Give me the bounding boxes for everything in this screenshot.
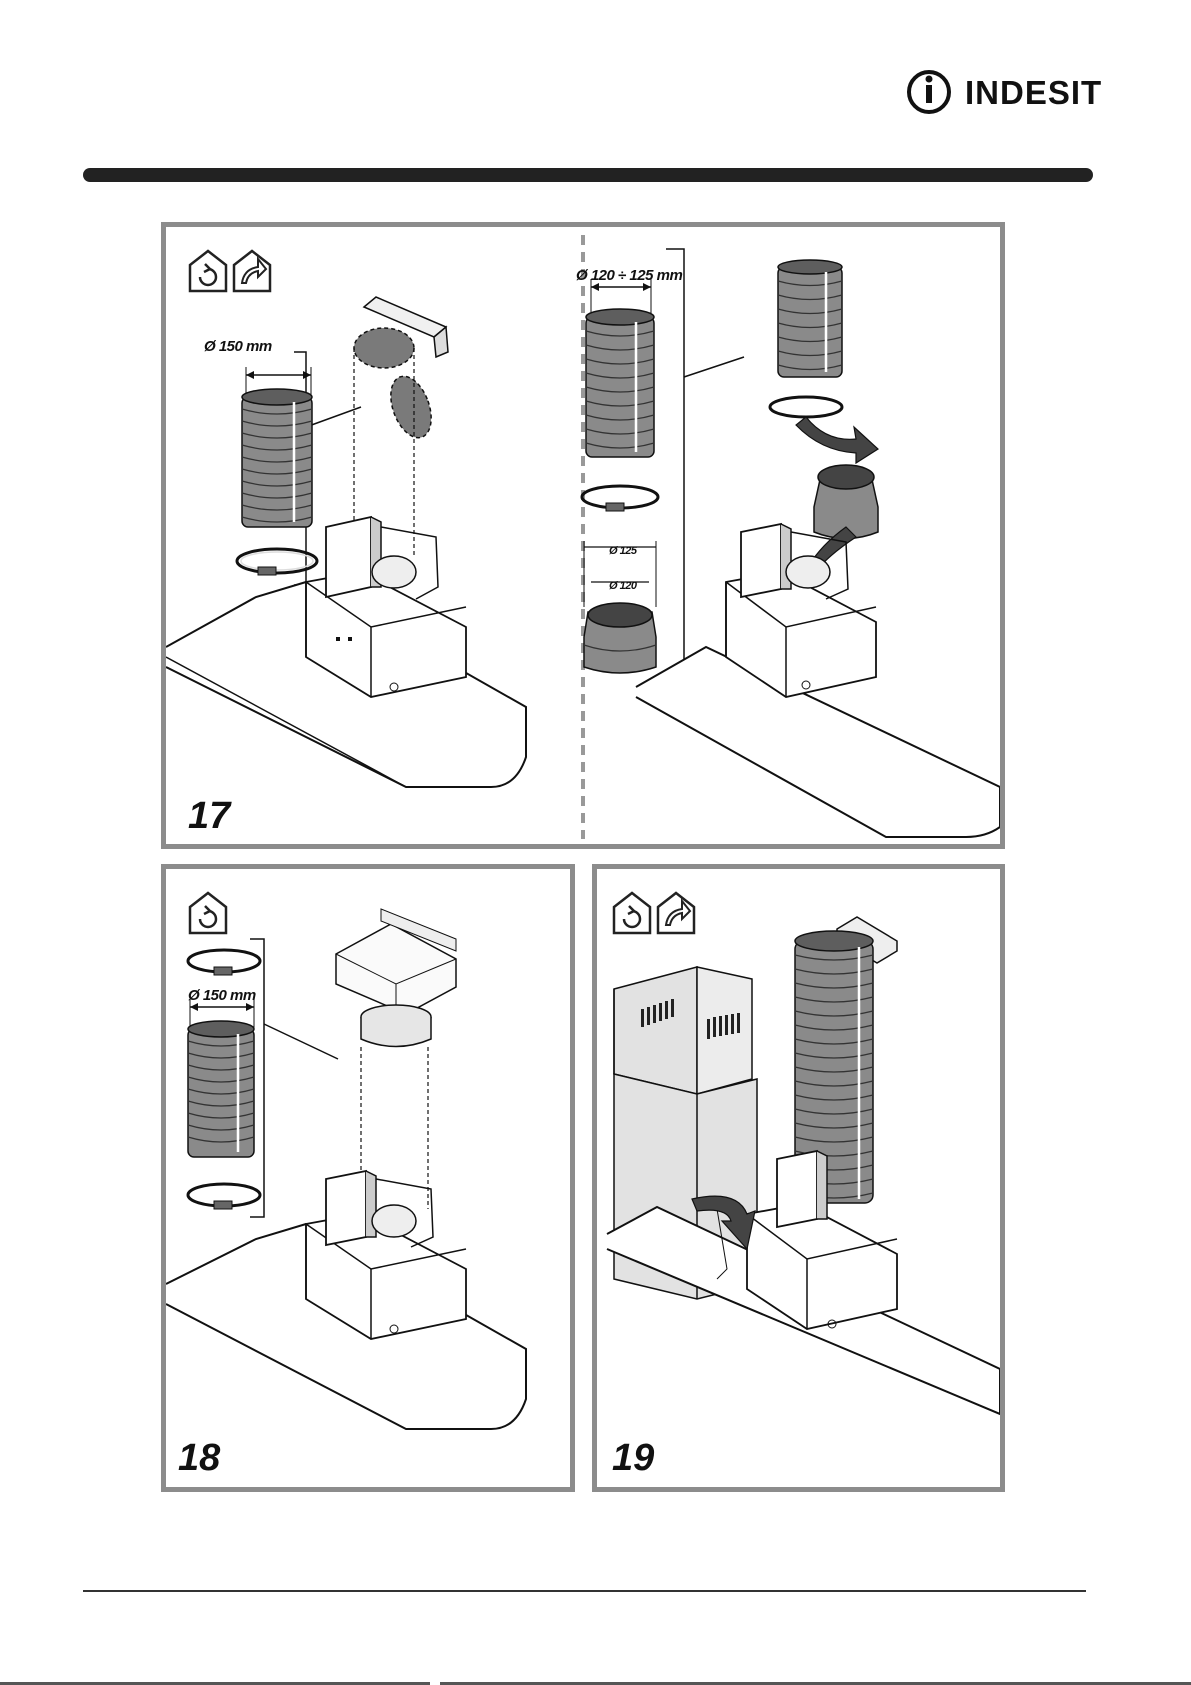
- arrow-down-icon: [796, 417, 878, 463]
- header-rule: [83, 168, 1093, 182]
- figure-number: 18: [178, 1437, 220, 1480]
- figure-17-illustration: [166, 227, 1000, 844]
- duct-150-callout: [188, 939, 338, 1217]
- figure-17-panel: Ø 150 mm Ø 120 ÷ 125 mm Ø 125 Ø 120 17: [161, 222, 1005, 849]
- indesit-logo: INDESIT: [905, 66, 1085, 118]
- hood-motor-unit-right: [636, 524, 1000, 837]
- hood-motor-unit: [166, 1171, 526, 1429]
- adapter-outer-label: Ø 125: [609, 545, 636, 557]
- figure-18-illustration: [166, 869, 570, 1487]
- duct-diameter-label: Ø 150 mm: [188, 987, 256, 1004]
- duct-diameter-label: Ø 150 mm: [204, 338, 272, 355]
- hood-motor-unit: [166, 517, 526, 787]
- recirculation-icon: [190, 251, 226, 291]
- figure-19-illustration: [597, 869, 1000, 1487]
- extraction-icon: [658, 893, 694, 933]
- figure-18-panel: Ø 150 mm 18: [161, 864, 575, 1492]
- carbon-filter-adapter: [336, 909, 456, 1209]
- adapter-inner-label: Ø 120: [609, 580, 636, 592]
- brand-emblem-icon: [905, 66, 965, 118]
- figure-19-panel: 19: [592, 864, 1005, 1492]
- extraction-icon: [234, 251, 270, 291]
- brand-name: INDESIT: [965, 74, 1102, 112]
- recirculation-icon: [190, 893, 226, 933]
- figure-number: 19: [612, 1437, 654, 1480]
- duct-diameter-label: Ø 120 ÷ 125 mm: [576, 267, 682, 284]
- figure-number: 17: [188, 795, 230, 838]
- recirculation-icon: [614, 893, 650, 933]
- footer-rule: [83, 1590, 1086, 1592]
- duct-120-125-callout: [582, 249, 744, 697]
